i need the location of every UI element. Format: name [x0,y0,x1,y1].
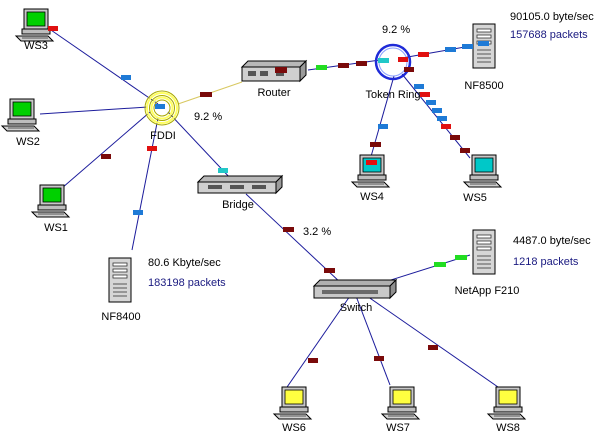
packet-marker [455,255,467,260]
nf8400-packets: 183198 packets [148,277,226,289]
packet-marker [404,67,414,72]
packet-marker [374,356,384,361]
packet-marker [121,75,131,80]
netapp-rate: 4487.0 byte/sec [513,235,591,247]
bridge-label: Bridge [222,199,254,211]
link-ws2-fddi [39,106,149,115]
packet-marker [418,52,429,57]
packet-marker [414,84,424,89]
token-ring-label: Token Ring [365,89,420,101]
fddi-utilization: 9.2 % [194,111,222,123]
packet-marker [218,168,228,173]
ws3-label: WS3 [24,40,48,52]
link-ws1-fddi [61,111,151,189]
packet-marker [426,100,436,105]
packet-marker [366,160,377,165]
packet-marker [378,124,388,129]
packet-marker [133,210,143,215]
packet-marker [450,135,460,140]
packet-marker [200,92,212,97]
packet-marker [370,142,381,147]
packet-marker [338,63,349,68]
packet-marker [101,154,111,159]
router-label: Router [257,87,290,99]
nf8400-server-icon[interactable] [108,257,132,303]
packet-marker [432,108,442,113]
nf8400-label: NF8400 [101,311,140,323]
packet-marker [147,146,157,151]
link-nf8400-fddi [131,117,159,251]
bridge-icon[interactable] [196,174,284,195]
packet-marker [434,262,446,267]
packet-marker [324,268,335,273]
nf8500-rate: 90105.0 byte/sec [510,11,594,23]
ws8-workstation-icon[interactable] [487,386,526,420]
packet-markers [48,26,489,363]
packet-marker [445,47,456,52]
link-switch-ws8 [363,293,499,388]
ws4-workstation-icon[interactable] [351,154,390,188]
link-ws3-fddi [47,27,159,105]
links [39,27,499,391]
nf8500-label: NF8500 [464,80,503,92]
ws3-workstation-icon[interactable] [15,8,54,42]
ws5-workstation-icon[interactable] [463,154,502,188]
packet-marker [48,26,58,31]
router-icon[interactable] [240,59,308,83]
packet-marker [316,65,327,70]
nf8400-rate: 80.6 Kbyte/sec [148,257,221,269]
ws2-workstation-icon[interactable] [1,98,40,132]
link-tokenring-ws5 [401,73,471,159]
link-switch-ws7 [355,295,391,386]
ws7-workstation-icon[interactable] [381,386,420,420]
ws1-workstation-icon[interactable] [31,184,70,218]
ws6-label: WS6 [282,422,306,433]
packet-marker [275,67,287,73]
packet-marker [441,124,451,129]
ws6-workstation-icon[interactable] [273,386,312,420]
ws8-label: WS8 [496,422,520,433]
packet-marker [428,345,438,350]
packet-marker [283,227,294,232]
ws1-label: WS1 [44,222,68,234]
packet-marker [155,104,165,109]
packet-marker [420,92,430,97]
fddi-ring[interactable] [144,90,180,126]
ws4-label: WS4 [360,191,384,203]
ws5-label: WS5 [463,192,487,204]
packet-marker [462,44,473,49]
netapp-packets: 1218 packets [513,256,579,268]
packet-marker [437,116,447,121]
nf8500-packets: 157688 packets [510,29,588,41]
ws2-label: WS2 [16,136,40,148]
switch-icon[interactable] [312,278,398,300]
packet-marker [398,57,408,62]
netapp-server-icon[interactable] [472,229,496,275]
netapp-label: NetApp F210 [455,285,520,297]
token-ring-utilization: 9.2 % [382,24,410,36]
switch-label: Switch [340,302,372,314]
packet-marker [308,358,318,363]
packet-marker [460,148,470,153]
bridge-switch-utilization: 3.2 % [303,226,331,238]
packet-marker [478,41,489,46]
ws7-label: WS7 [386,422,410,433]
packet-marker [378,58,389,63]
fddi-label: FDDI [150,130,176,142]
packet-marker [356,61,367,66]
link-switch-ws6 [284,295,351,391]
